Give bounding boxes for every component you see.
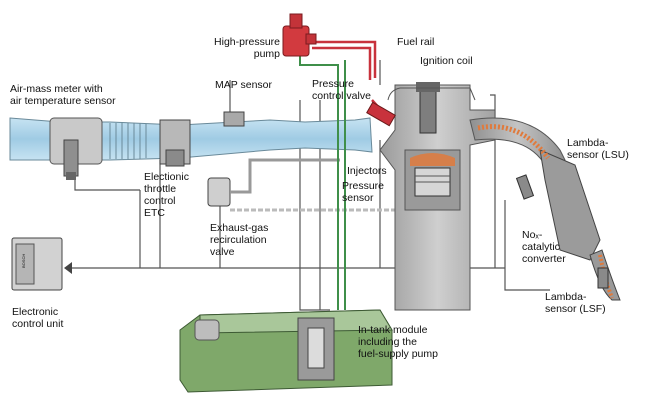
label-pressure-sensor: Pressure sensor bbox=[342, 180, 385, 204]
label-ecu: Electronic control unit bbox=[12, 306, 64, 330]
label-fuel-rail: Fuel rail bbox=[397, 36, 435, 48]
egr-valve bbox=[207, 158, 395, 212]
high-pressure-pump bbox=[282, 13, 317, 57]
label-in-tank-module: In-tank module including the fuel-supply… bbox=[358, 324, 438, 360]
label-lambda-sensor-lsu: Lambda- sensor (LSU) bbox=[567, 137, 629, 161]
ecu-brand-text: BOSCH bbox=[21, 254, 26, 268]
fuel-tank bbox=[179, 309, 393, 393]
throttle-body bbox=[159, 119, 191, 167]
label-map-sensor: MAP sensor bbox=[215, 79, 272, 91]
label-etc: Electionic throttle control ETC bbox=[144, 171, 189, 219]
map-sensor bbox=[223, 111, 245, 127]
label-injectors: Injectors bbox=[347, 165, 387, 177]
label-high-pressure-pump: High-pressure pump bbox=[214, 36, 280, 60]
fuel-rail bbox=[366, 101, 396, 127]
label-egr-valve: Exhaust-gas recirculation valve bbox=[210, 222, 269, 258]
air-mass-meter bbox=[49, 117, 103, 180]
label-pressure-control-valve: Pressure control valve bbox=[312, 78, 371, 102]
label-lambda-sensor-lsf: Lambda- sensor (LSF) bbox=[545, 291, 606, 315]
ecu-box: BOSCH bbox=[11, 237, 72, 291]
wiring-harness bbox=[70, 60, 550, 311]
low-pressure-lines bbox=[299, 55, 346, 310]
engine-block bbox=[379, 82, 496, 311]
exhaust-system bbox=[469, 117, 621, 301]
label-ignition-coil: Ignition coil bbox=[420, 55, 473, 67]
label-nox-converter: Noₓ- catalytic converter bbox=[522, 229, 566, 265]
label-air-mass-meter: Air-mass meter with air temperature sens… bbox=[10, 83, 116, 107]
